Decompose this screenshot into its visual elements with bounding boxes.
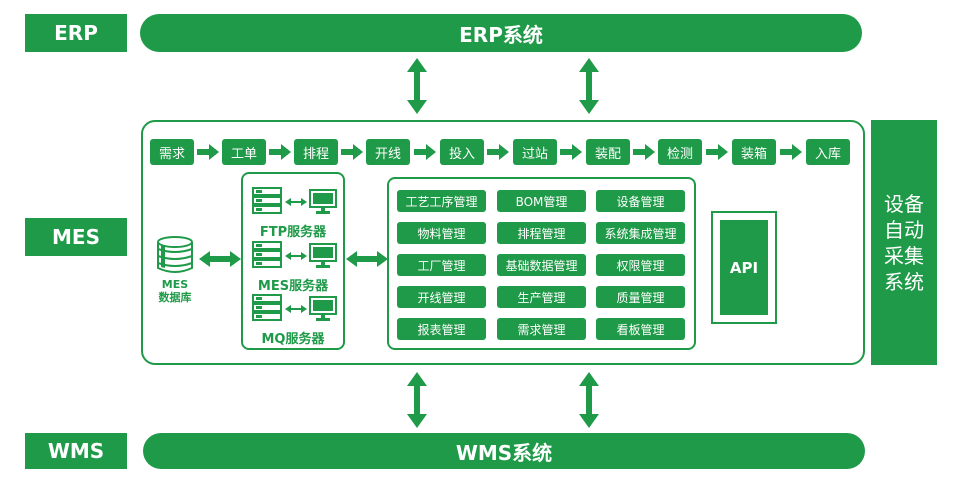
process-step: 工单 <box>222 139 266 165</box>
server-rack-icon <box>252 294 282 321</box>
server-rack-icon <box>252 241 282 268</box>
database-label-line2: 数据库 <box>158 291 192 304</box>
module-item: 权限管理 <box>596 254 685 276</box>
process-flow: 需求 工单 排程 开线 投入 过站 装配 检测 装箱 入库 <box>150 139 860 165</box>
module-item: 开线管理 <box>397 286 486 308</box>
mes-system-frame <box>141 120 865 365</box>
module-item: 需求管理 <box>497 318 586 340</box>
erp-label: ERP <box>25 14 127 52</box>
module-item: 工厂管理 <box>397 254 486 276</box>
ftp-server-label: FTP服务器 <box>259 225 327 240</box>
arrow-right-icon <box>487 144 509 160</box>
module-item: 排程管理 <box>497 222 586 244</box>
api-panel <box>711 211 777 324</box>
double-arrow-icon <box>285 198 307 206</box>
module-item: 基础数据管理 <box>497 254 586 276</box>
module-item: 工艺工序管理 <box>397 190 486 212</box>
monitor-icon <box>309 243 337 268</box>
double-arrow-icon <box>285 252 307 260</box>
double-arrow-icon <box>199 251 241 267</box>
servers-panel <box>241 172 345 350</box>
erp-system-bar: ERP系统 <box>140 14 862 52</box>
wms-label: WMS <box>25 433 127 469</box>
database-icon <box>157 236 193 273</box>
module-item: 系统集成管理 <box>596 222 685 244</box>
arrow-right-icon <box>414 144 436 160</box>
wms-system-bar: WMS系统 <box>143 433 865 469</box>
monitor-icon <box>309 189 337 214</box>
module-item: 看板管理 <box>596 318 685 340</box>
module-item: 生产管理 <box>497 286 586 308</box>
process-step: 装箱 <box>732 139 776 165</box>
module-item: 质量管理 <box>596 286 685 308</box>
equipment-line: 设备 <box>884 191 924 216</box>
mq-server-label: MQ服务器 <box>261 332 325 347</box>
double-arrow-icon <box>579 372 599 428</box>
server-rack-icon <box>252 187 282 214</box>
process-step: 检测 <box>658 139 702 165</box>
mes-label: MES <box>25 218 127 256</box>
mes-server-label: MES服务器 <box>257 279 329 294</box>
process-step: 过站 <box>513 139 557 165</box>
double-arrow-icon <box>579 58 599 114</box>
arrow-right-icon <box>706 144 728 160</box>
process-step: 排程 <box>294 139 338 165</box>
arrow-right-icon <box>633 144 655 160</box>
process-step: 入库 <box>806 139 850 165</box>
equipment-line: 采集 <box>884 243 924 268</box>
equipment-collection-system: 设备 自动 采集 系统 <box>871 120 937 365</box>
process-step: 开线 <box>366 139 410 165</box>
double-arrow-icon <box>407 58 427 114</box>
arrow-right-icon <box>341 144 363 160</box>
equipment-line: 自动 <box>884 217 924 242</box>
arrow-right-icon <box>197 144 219 160</box>
double-arrow-icon <box>346 251 388 267</box>
module-item: 设备管理 <box>596 190 685 212</box>
arrow-right-icon <box>780 144 802 160</box>
modules-panel <box>387 177 696 350</box>
database-label: MES 数据库 <box>150 278 200 304</box>
process-step: 需求 <box>150 139 194 165</box>
monitor-icon <box>309 296 337 321</box>
process-step: 投入 <box>440 139 484 165</box>
double-arrow-icon <box>285 305 307 313</box>
arrow-right-icon <box>269 144 291 160</box>
api-block: API <box>720 220 768 315</box>
equipment-line: 系统 <box>884 269 924 294</box>
module-item: BOM管理 <box>497 190 586 212</box>
module-item: 报表管理 <box>397 318 486 340</box>
process-step: 装配 <box>586 139 630 165</box>
database-label-line1: MES <box>161 278 189 291</box>
double-arrow-icon <box>407 372 427 428</box>
arrow-right-icon <box>560 144 582 160</box>
module-item: 物料管理 <box>397 222 486 244</box>
